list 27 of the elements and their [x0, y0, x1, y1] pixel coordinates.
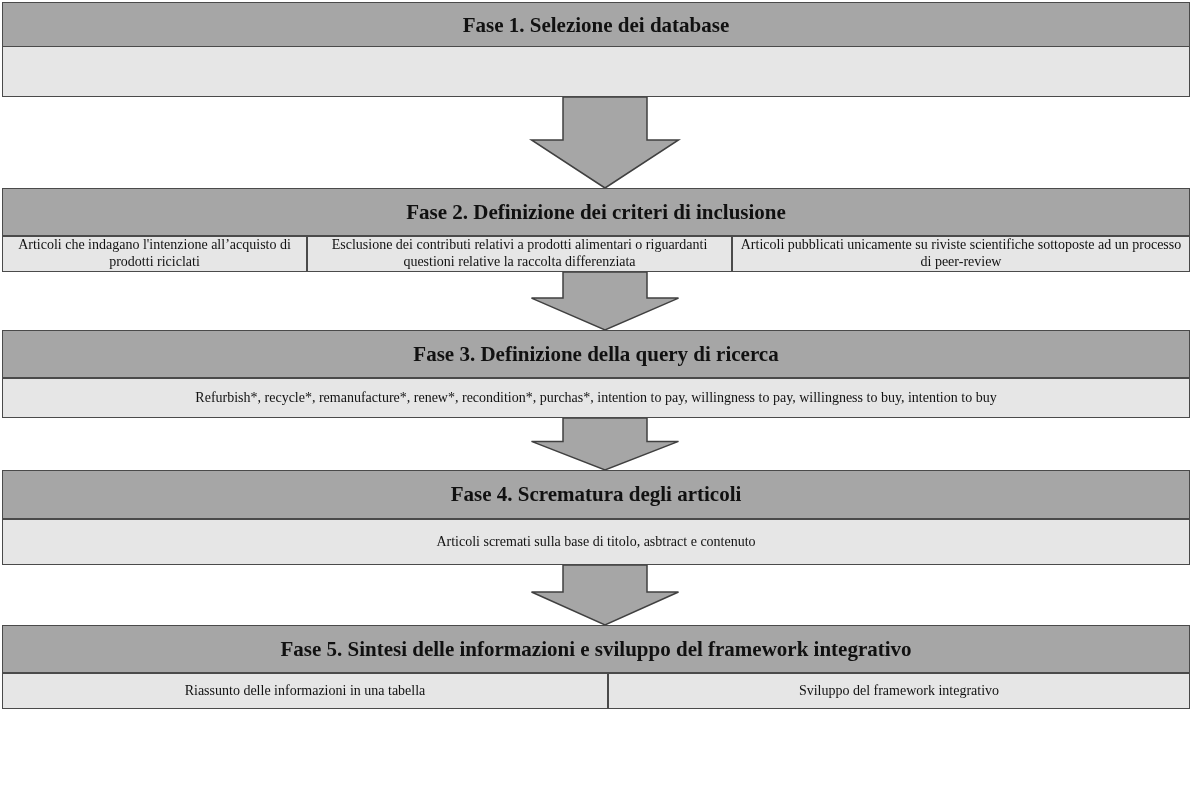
phase-header-band	[2, 188, 1190, 236]
block-arrow	[528, 96, 682, 189]
phase-title: Fase 3. Definizione della query di ricerca	[413, 341, 779, 367]
content-text: Refurbish*, recycle*, remanufacture*, renew*, recondition*, purchas*, intention to pay, willingness to pay, willingness to buy, intention to buy	[195, 389, 997, 407]
content-box	[2, 46, 1190, 97]
phase-header-band	[2, 470, 1190, 519]
block-arrow	[530, 564, 680, 626]
content-text: Articoli che indagano l'intenzione all’acquisto di prodotti riciclati	[17, 237, 292, 271]
block-arrow	[530, 271, 680, 331]
phase-header-band	[2, 2, 1190, 48]
phase-header-band	[2, 330, 1190, 378]
content-box	[307, 236, 732, 272]
content-text: Esclusione dei contributi relativi a prodotti alimentari o riguardanti questioni relative la raccolta differenziata	[330, 237, 709, 271]
content-text: Articoli scremati sulla base di titolo, asbtract e contenuto	[436, 533, 756, 551]
content-text: Sviluppo del framework integrativo	[798, 682, 1000, 700]
phase-title: Fase 2. Definizione dei criteri di inclusione	[406, 199, 786, 225]
phase-title: Fase 5. Sintesi delle informazioni e sviluppo del framework integrativo	[280, 636, 912, 662]
content-box	[2, 519, 1190, 565]
content-box	[2, 378, 1190, 418]
content-text: Riassunto delle informazioni in una tabella	[184, 682, 426, 700]
block-arrow	[530, 417, 680, 471]
content-text: Articoli pubblicati unicamente su riviste scientifiche sottoposte ad un processo di peer-review	[739, 237, 1183, 271]
phase-title: Fase 4. Scrematura degli articoli	[450, 482, 742, 507]
content-box	[2, 673, 608, 709]
phase-title: Fase 1. Selezione dei database	[462, 12, 730, 38]
phase-header-band	[2, 625, 1190, 673]
content-box	[608, 673, 1190, 709]
